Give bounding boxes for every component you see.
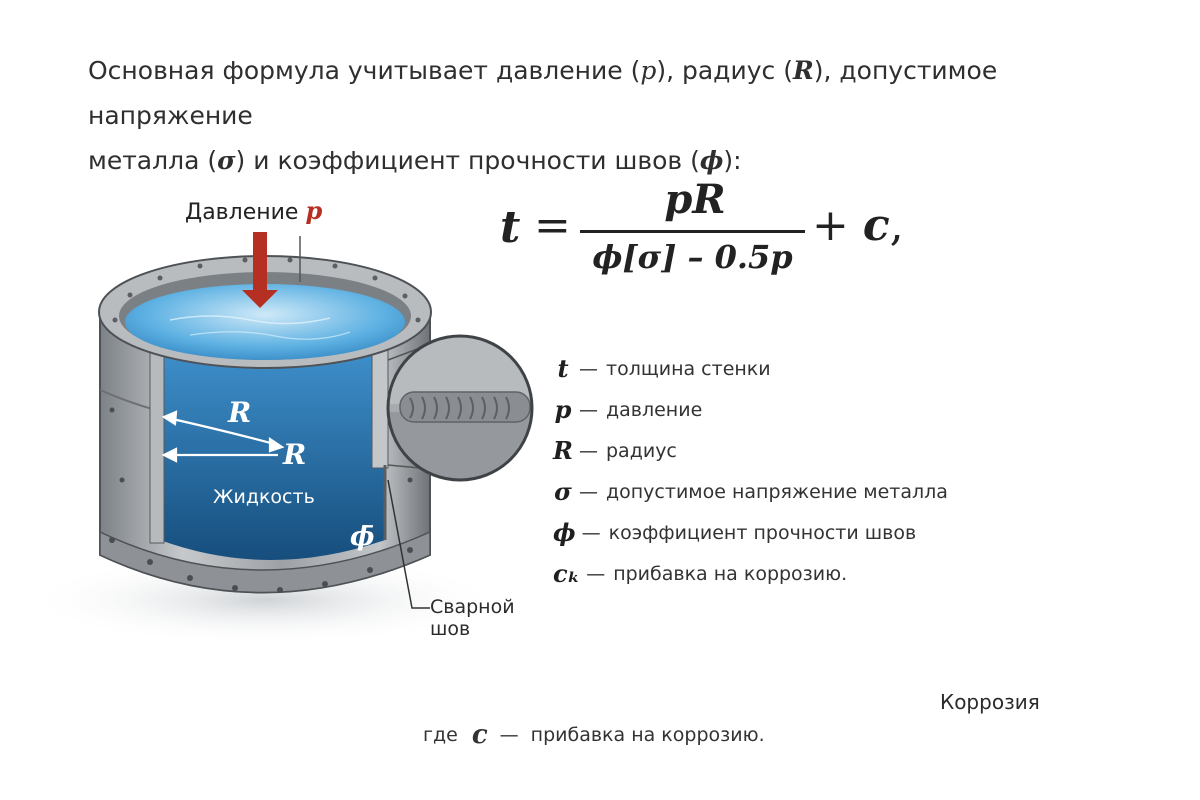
corrosion-label: Коррозия <box>940 690 1040 714</box>
pressure-label-text: Давление <box>185 200 299 225</box>
formula-numerator: pR <box>664 176 726 223</box>
legend-row: R — радиус <box>553 430 1073 471</box>
cutaway-right-edge <box>371 347 389 469</box>
weld-label-line1: Сварной <box>430 596 515 618</box>
legend-text: прибавка на коррозию. <box>613 562 848 585</box>
symbol-p: p <box>640 56 657 85</box>
bottom-text: прибавка на коррозию. <box>530 724 765 746</box>
intro-part: ), радиус ( <box>656 56 793 85</box>
pressure-label: Давление p <box>185 196 322 225</box>
legend-dash: — <box>579 480 598 503</box>
symbol-phi: ϕ <box>699 146 724 175</box>
formula-tail: + c, <box>812 200 904 251</box>
intro-part: ): <box>723 146 742 175</box>
legend-symbol: p <box>554 395 572 424</box>
liquid-label: Жидкость <box>213 486 315 508</box>
fraction-bar <box>580 230 805 233</box>
legend-text: коэффициент прочности швов <box>608 521 917 544</box>
magnifier-ring <box>386 334 534 482</box>
rim-rivets <box>112 257 421 323</box>
legend-row: cₖ— прибавка на коррозию. <box>553 553 1073 594</box>
pressure-arrow-shaft <box>253 232 267 292</box>
legend-symbol: R <box>553 436 573 465</box>
symbol-r: R <box>792 56 814 85</box>
legend-text: толщина стенки <box>606 357 771 380</box>
legend-symbol: σ <box>554 477 572 506</box>
pressure-label-symbol: p <box>305 196 323 225</box>
legend-row: σ — допустимое напряжение металла <box>553 471 1073 512</box>
water-ripple <box>189 331 351 340</box>
legend-text: радиус <box>606 439 677 462</box>
intro-part: ), допустимое напряжение <box>88 56 998 130</box>
symbol-sigma: σ <box>217 146 236 175</box>
intro-text: Основная формула учитывает давление (p),… <box>88 48 1128 183</box>
magnifier-connector <box>387 347 421 361</box>
symbol-legend: t—толщина стенки p—давление R—радиус σ—д… <box>553 348 1073 594</box>
legend-row: p — давление <box>553 389 1073 430</box>
radius-label-top: R <box>228 396 252 429</box>
formula-equals: = <box>534 200 571 251</box>
tank-illustration <box>25 232 534 645</box>
formula-plus: + <box>812 200 849 251</box>
legend-dash: — <box>579 439 598 462</box>
bottom-prefix: где <box>423 724 458 746</box>
legend-symbol: t <box>557 354 569 383</box>
radius-arrows <box>161 410 285 463</box>
bottom-symbol: c <box>471 720 488 750</box>
formula-denominator: ϕ[σ] – 0.5p <box>592 238 793 276</box>
bottom-dash: — <box>499 724 519 746</box>
intro-part: Основная формула учитывает давление ( <box>88 56 641 85</box>
legend-row: t — толщина стенки <box>553 348 1073 389</box>
legend-symbol: cₖ <box>553 559 581 588</box>
radius-label-bottom: R <box>283 438 307 471</box>
weld-magnifier <box>388 336 532 480</box>
legend-dash: — <box>579 398 598 421</box>
formula-c: c <box>862 200 890 251</box>
thickness-formula: t = pR ϕ[σ] – 0.5p + c, <box>500 176 904 286</box>
weld-label-line2: шов <box>430 618 471 640</box>
legend-dash: — <box>586 562 606 585</box>
magnifier-connector <box>387 464 421 469</box>
formula-lhs: t <box>500 202 521 253</box>
bottom-note: где c — прибавка на коррозию. <box>423 720 765 750</box>
tank-bottom-ring <box>99 530 431 594</box>
formula-comma: , <box>889 200 904 251</box>
weld-leader-line <box>387 479 430 609</box>
intro-part: ) и коэффициент прочности швов ( <box>235 146 700 175</box>
legend-text: допустимое напряжение металла <box>606 480 948 503</box>
legend-dash: — <box>581 521 601 544</box>
phi-inside-label: ϕ̄ <box>350 522 375 552</box>
legend-row: ϕ— коэффициент прочности швов <box>553 512 1073 553</box>
water-ripple <box>169 315 331 325</box>
legend-text: давление <box>606 398 703 421</box>
cutaway-left-edge <box>149 347 165 544</box>
intro-part: металла ( <box>88 146 218 175</box>
pressure-arrow-head <box>242 290 278 308</box>
weld-label: Сварной шов <box>430 596 540 640</box>
legend-dash: — <box>579 357 598 380</box>
legend-symbol: ϕ <box>553 518 576 547</box>
ground-shadow <box>25 555 505 645</box>
